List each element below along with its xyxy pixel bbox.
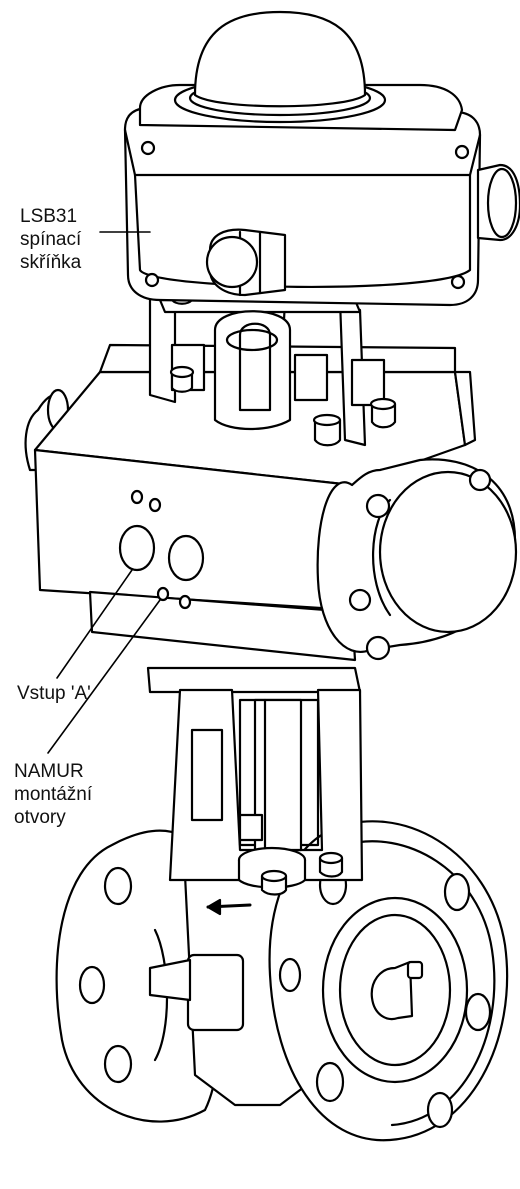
leader-lines: [48, 232, 160, 753]
right-flange-bolt-hole-5: [428, 1093, 452, 1127]
label-switchbox-line3: skříňka: [20, 252, 82, 273]
cable-gland-cap: [207, 237, 257, 287]
namur-hole-2: [150, 499, 160, 511]
label-switchbox: LSB31 spínací skříňka: [20, 205, 81, 274]
switchbox: [125, 12, 520, 305]
label-namur-line2: montážní: [14, 784, 93, 805]
port-a: [120, 526, 154, 570]
end-cap-bolt-1: [367, 495, 389, 517]
end-cap-bolt-2: [367, 637, 389, 659]
label-switchbox-line2: spínací: [20, 229, 82, 250]
yoke-top-plate: [148, 668, 360, 692]
right-flange-bolt-hole-6: [280, 959, 300, 991]
valve-stem-key: [372, 962, 412, 1019]
label-input-port: Vstup 'A': [17, 682, 91, 705]
right-cable-gland: [478, 165, 520, 240]
end-cap-bolt-3: [470, 470, 490, 490]
right-flange-bolt-hole-3: [466, 994, 490, 1030]
right-flange-bolt-hole-2: [445, 874, 469, 910]
label-namur-line1: NAMUR: [14, 761, 84, 782]
left-flange-bolt-hole-1: [105, 868, 131, 904]
port-b: [169, 536, 203, 580]
end-cap-bolt-4: [350, 590, 370, 610]
right-flange-bolt-hole-4: [317, 1063, 343, 1101]
label-namur-holes: NAMUR montážní otvory: [14, 760, 92, 829]
pneumatic-actuator: [26, 372, 516, 660]
label-switchbox-line1: LSB31: [20, 206, 78, 227]
bracket-bolt-1: [315, 420, 340, 445]
switchbox-bracket: [100, 290, 455, 445]
leader-input: [57, 570, 132, 678]
namur-hole-1: [132, 491, 142, 503]
ball-valve-body: [57, 821, 508, 1140]
mounting-yoke: [148, 668, 362, 895]
leader-namur: [48, 600, 160, 753]
left-flange-bolt-hole-2: [80, 967, 104, 1003]
indicator-dome: [195, 12, 365, 106]
left-flange-bolt-hole-3: [105, 1046, 131, 1082]
label-namur-line3: otvory: [14, 807, 66, 828]
yoke-label-plate: [192, 730, 222, 820]
namur-hole-3: [158, 588, 168, 600]
namur-hole-4: [180, 596, 190, 608]
label-input-line1: Vstup 'A': [17, 683, 91, 704]
switchbox-housing: [125, 108, 480, 305]
bracket-bolt-2: [372, 404, 395, 427]
stem-lever-block: [188, 955, 243, 1030]
